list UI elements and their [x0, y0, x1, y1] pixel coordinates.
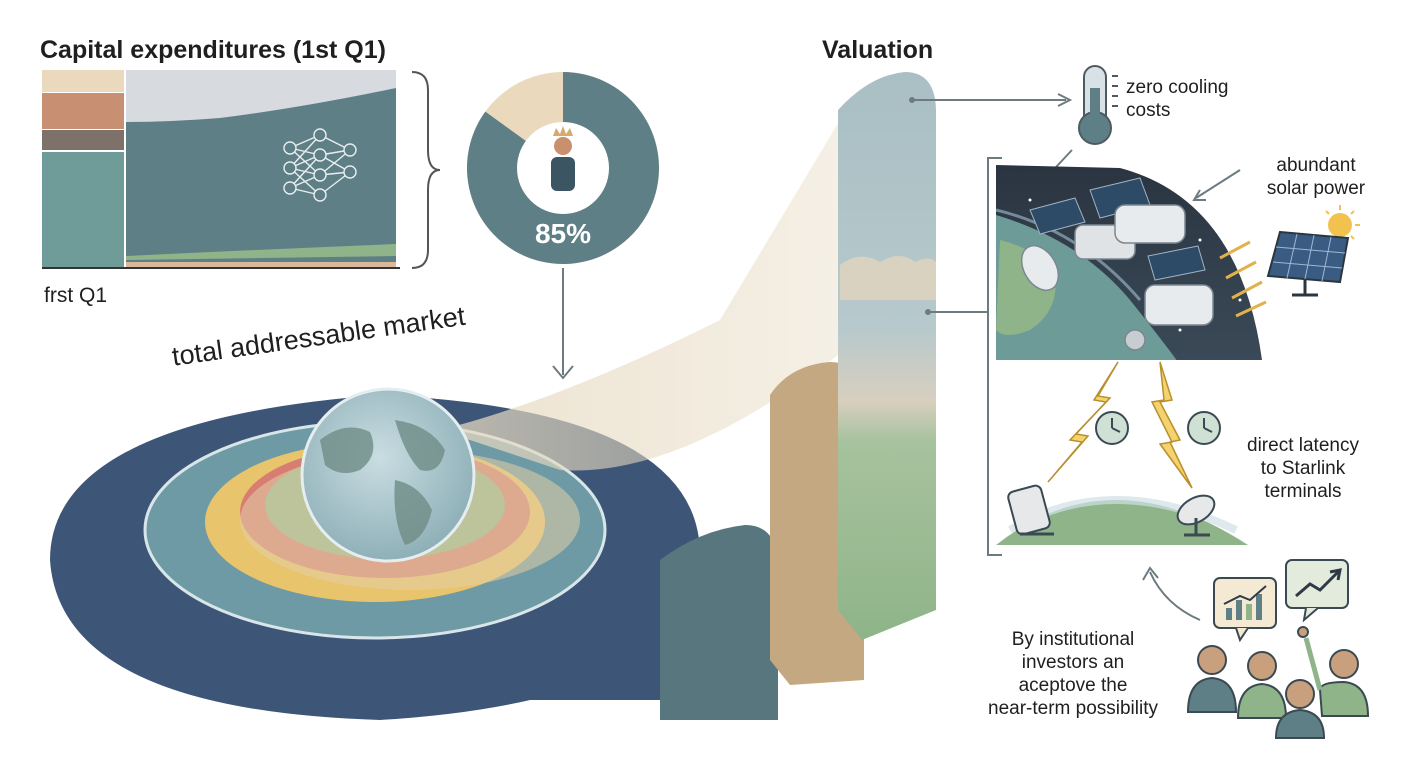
chart-speech-bubble-icon [1285, 559, 1349, 623]
capex-flow-base [126, 262, 396, 268]
cooling-label: zero cooling costs [1126, 77, 1229, 121]
benefits-bracket [987, 157, 1002, 556]
donut-value-label: 85% [534, 218, 592, 249]
capex-segment-copper [42, 93, 124, 129]
solar-panel-icon [1266, 230, 1350, 297]
donut-arrow-head [552, 365, 574, 380]
globe-icon [300, 387, 476, 563]
valuation-title: Valuation [822, 36, 934, 64]
dish-antenna-icon [1176, 494, 1216, 537]
lightning-icon [1047, 361, 1119, 483]
capex-axis-label: frst Q1 [44, 284, 108, 307]
investors-label: By institutional investors an aceptove t… [988, 629, 1158, 719]
person-with-crown-icon [551, 126, 575, 191]
capex-panel [42, 70, 441, 269]
investor-group-icon [1186, 626, 1370, 739]
capex-title: Capital expenditures (1st Q1) [40, 36, 386, 64]
capex-flow-green [126, 244, 396, 260]
chart-speech-bubble-icon [1213, 577, 1277, 643]
satellite-icon [1020, 177, 1214, 351]
solar-label: abundant solar power [1266, 155, 1366, 199]
share-donut [467, 72, 660, 265]
latency-label: direct latency to Starlink terminals [1247, 435, 1359, 502]
phone-terminal-icon [1007, 484, 1054, 536]
clock-icon [1095, 411, 1129, 445]
sun-icon [1325, 205, 1360, 240]
valuation-bar-1 [660, 525, 778, 720]
capex-segment-teal [42, 152, 124, 268]
neural-network-icon [283, 128, 357, 202]
capex-segment-tan [42, 70, 124, 92]
capex-flow-top [126, 70, 396, 122]
clock-icon [1187, 411, 1221, 445]
capex-segment-brown [42, 130, 124, 150]
solar-ray-arrows [1219, 240, 1267, 318]
valuation-column [838, 72, 936, 640]
thermometer-icon [1078, 65, 1118, 145]
capex-brace [411, 71, 441, 269]
lightning-icon [1150, 361, 1193, 489]
